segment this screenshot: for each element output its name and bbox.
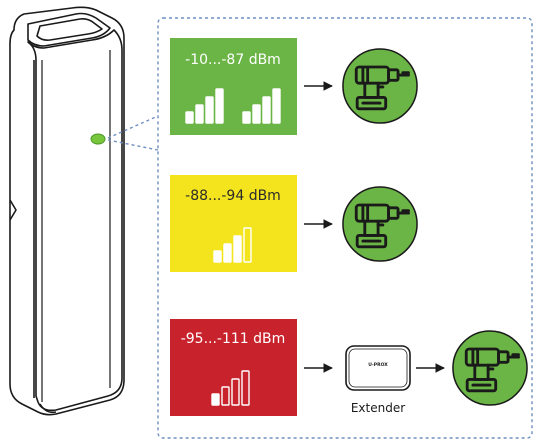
signal-bar <box>241 370 250 406</box>
signal-bars <box>242 88 281 124</box>
level-weak: -95...-111 dBm U-PROX Extender <box>170 319 528 416</box>
signal-bar <box>243 227 252 263</box>
signal-bar <box>231 378 240 406</box>
led-indicator-icon <box>90 133 106 145</box>
level-good: -10...-87 dBm <box>170 38 418 135</box>
extender-logo: U-PROX <box>368 362 388 368</box>
level-range-label: -95...-111 dBm <box>181 331 286 347</box>
signal-bars <box>213 227 252 263</box>
signal-bar <box>221 386 230 406</box>
extender-device: U-PROX <box>345 345 411 391</box>
signal-bar <box>262 96 271 124</box>
signal-bar <box>211 393 220 406</box>
drill-icon <box>342 48 418 124</box>
signal-bar <box>195 104 204 124</box>
connector-line <box>107 139 159 151</box>
signal-bar <box>215 88 224 124</box>
signal-bars <box>211 370 250 406</box>
detector-device <box>9 6 125 416</box>
level-box <box>170 319 297 416</box>
drill-icon <box>342 186 418 262</box>
signal-bar <box>272 88 281 124</box>
level-range-label: -10...-87 dBm <box>185 52 281 68</box>
extender-label: Extender <box>351 401 405 415</box>
signal-panel <box>157 17 533 439</box>
signal-bar <box>185 111 194 124</box>
level-range-label: -88...-94 dBm <box>185 188 281 204</box>
level-medium: -88...-94 dBm <box>170 175 418 272</box>
signal-bars <box>185 88 224 124</box>
signal-bar <box>233 235 242 263</box>
signal-bar <box>213 250 222 263</box>
signal-bar <box>252 104 261 124</box>
signal-bar <box>242 111 251 124</box>
drill-icon <box>452 330 528 406</box>
signal-bar <box>223 243 232 263</box>
signal-bar <box>205 96 214 124</box>
